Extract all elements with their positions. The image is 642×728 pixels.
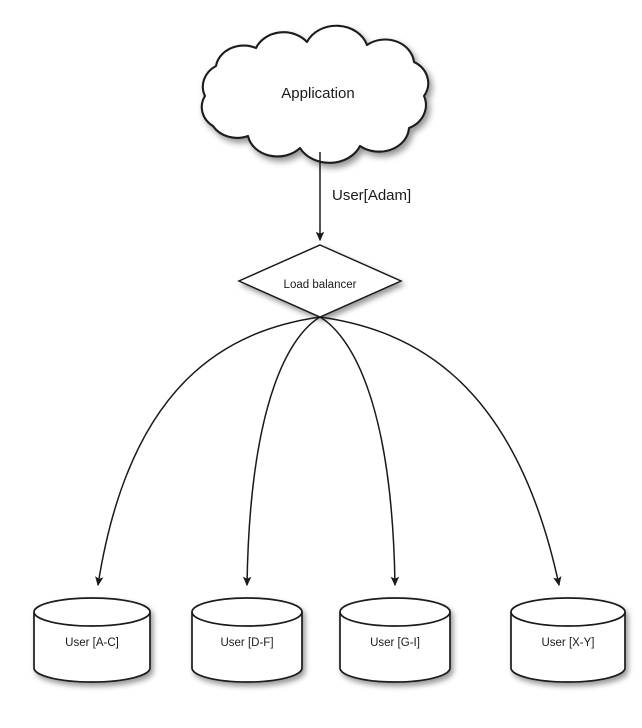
cylinder-top-arc-df [191,611,303,627]
cylinder-top-arc-xy [510,611,626,627]
database-label-ac: User [A-C] [65,637,119,649]
database-label-xy: User [X-Y] [541,637,594,649]
node-application-cloud[interactable]: Application [200,24,430,164]
cylinder-top-arc-gi [339,611,451,627]
edge-balancer-to-db-df[interactable] [242,316,321,587]
edge-balancer-to-db-gi-line [319,316,400,587]
database-label-gi: User [G-I] [370,637,420,649]
cloud-label: Application [281,85,354,102]
edge-label-user-adam: User[Adam] [332,187,411,204]
node-database-gi[interactable]: User [G-I] [339,597,451,683]
edge-balancer-to-db-gi[interactable] [319,316,400,587]
cloud-shape [200,24,430,164]
cylinder-shape-gi [339,597,451,683]
edge-balancer-to-db-ac-line [95,316,321,587]
node-load-balancer[interactable]: Load balancer [237,244,403,318]
cylinder-shape-df [191,597,303,683]
edge-balancer-to-db-xy-line [319,316,562,587]
edge-balancer-to-db-df-line [242,316,321,587]
node-database-df[interactable]: User [D-F] [191,597,303,683]
edge-balancer-to-db-ac[interactable] [95,316,321,587]
load-balancer-label: Load balancer [284,279,357,291]
cylinder-shape-ac [33,597,151,683]
database-label-df: User [D-F] [220,637,273,649]
cylinder-shape-xy [510,597,626,683]
edge-balancer-to-db-xy[interactable] [319,316,562,587]
edge-application-to-balancer[interactable]: User[Adam] [315,152,411,242]
node-database-xy[interactable]: User [X-Y] [510,597,626,683]
node-database-ac[interactable]: User [A-C] [33,597,151,683]
cylinder-top-arc-ac [33,611,151,627]
